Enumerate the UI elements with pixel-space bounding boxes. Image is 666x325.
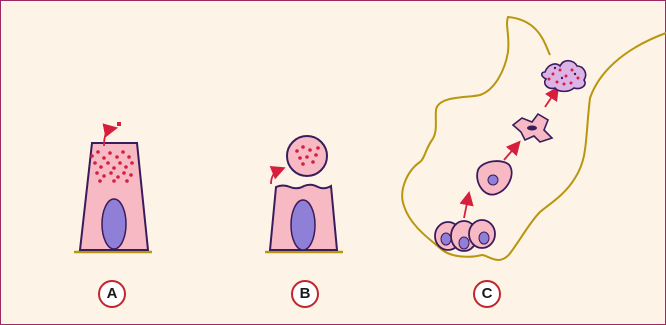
panel-b-release-arrow [271,170,279,184]
panel-a-cell [74,122,152,252]
panel-a-nucleus [102,199,126,249]
panel-c-label: C [473,280,501,308]
panel-c-basal-nucleus [441,233,451,245]
panel-c-basal-nucleus [459,237,469,249]
panel-c-arrow-1 [464,198,468,218]
panel-c-arrow-2 [504,146,516,160]
panel-a-released-granule [117,122,121,126]
panel-b-cell [265,136,343,252]
panel-c-arrow-3 [545,92,555,107]
panel-c-pyknotic-nucleus [527,126,537,131]
panel-c-maturing-nucleus [488,175,498,185]
panel-b-nucleus [291,200,315,250]
panel-c-disintegrated-cell [542,61,586,92]
panel-c-gland [402,17,666,260]
panel-c-basal-cells [435,220,495,251]
panel-c-basal-nucleus [479,232,489,244]
panel-b-label: B [291,280,319,308]
panel-a-label: A [98,280,126,308]
